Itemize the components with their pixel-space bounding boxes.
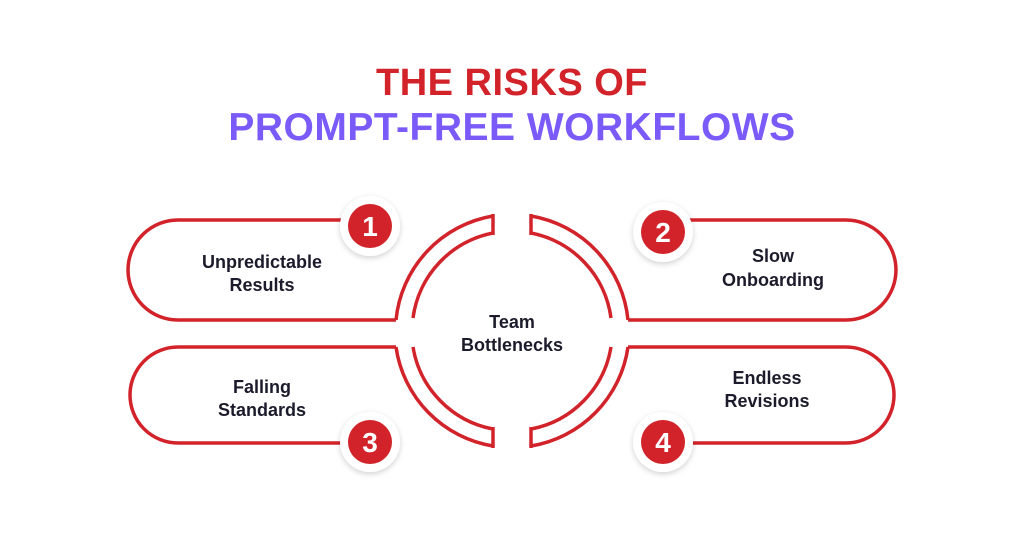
item-4-label-line-2: Revisions [724, 391, 809, 411]
badge-4: 4 [633, 412, 693, 472]
center-label-line-1: Team [489, 312, 535, 332]
title-line-1: THE RISKS OF [375, 62, 649, 104]
left-connector-shapes [126, 212, 495, 450]
badge-number: 1 [362, 211, 378, 242]
badge-number: 4 [655, 427, 671, 458]
badge-number: 2 [655, 217, 671, 248]
item-4-label-line-1: Endless [732, 368, 801, 388]
item-1-label-line-2: Results [229, 275, 294, 295]
item-3-label-line-2: Standards [218, 400, 306, 420]
item-2-label-line-1: Slow [752, 246, 795, 266]
badge-number: 3 [362, 427, 378, 458]
item-3-label-line-1: Falling [233, 377, 291, 397]
badge-3: 3 [340, 412, 400, 472]
title-line-2: PROMPT-FREE WORKFLOWS [228, 106, 796, 149]
badge-1: 1 [340, 196, 400, 256]
item-2-label-line-2: Onboarding [722, 270, 824, 290]
badge-2: 2 [633, 202, 693, 262]
item-1-label-line-1: Unpredictable [202, 252, 322, 272]
right-connector-shapes [529, 212, 898, 450]
center-label-line-2: Bottlenecks [461, 335, 563, 355]
